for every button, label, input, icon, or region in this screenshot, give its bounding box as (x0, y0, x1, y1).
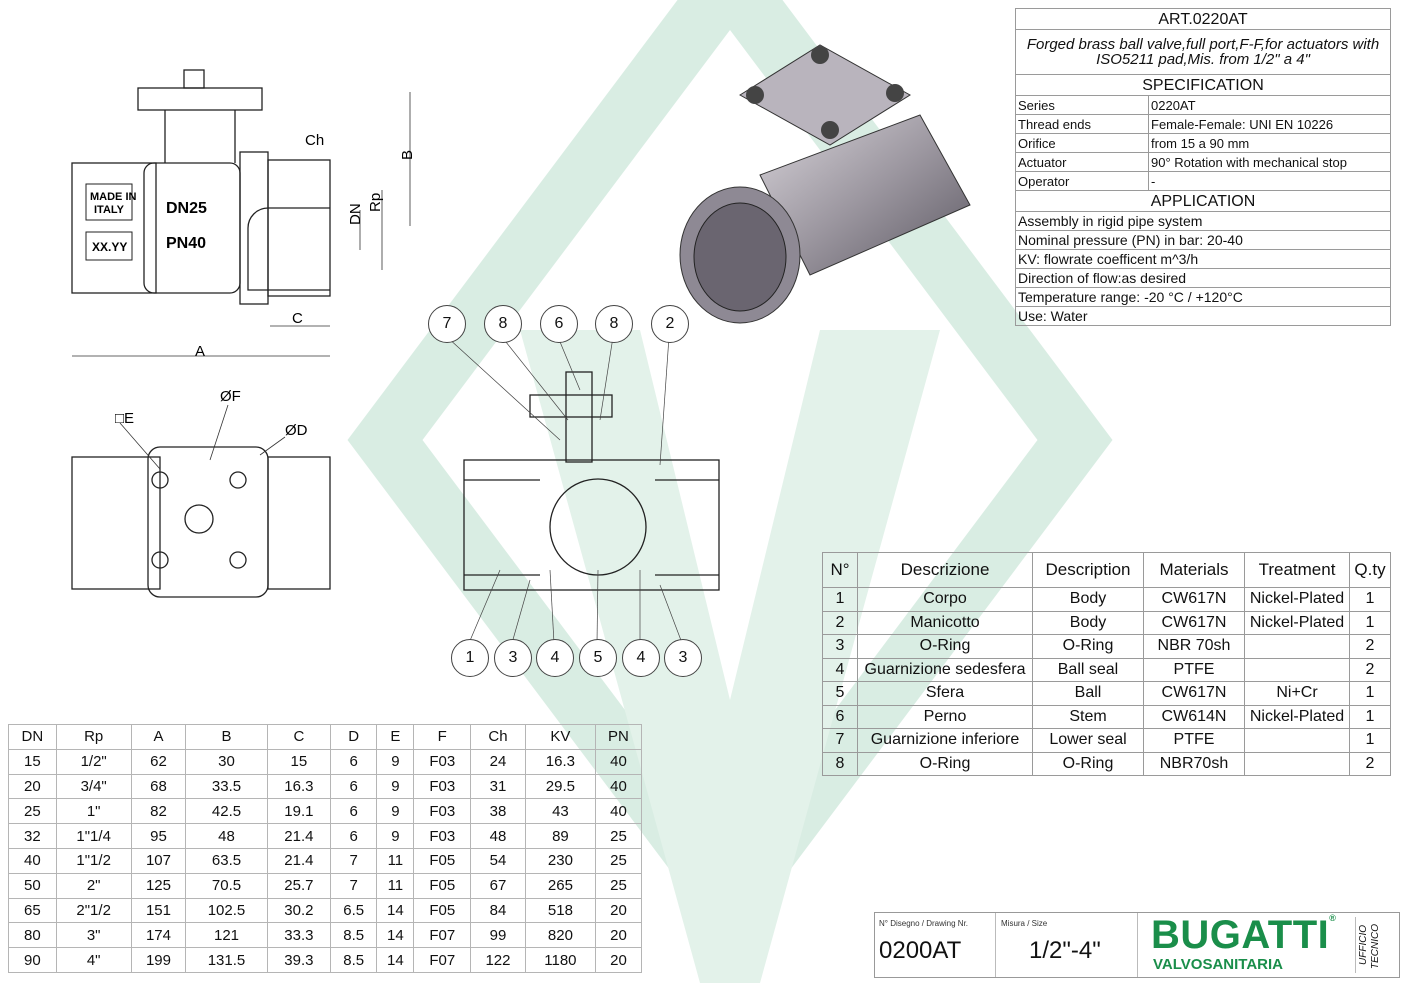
section-drawing (446, 336, 720, 644)
department-line-1: UFFICIO (1358, 925, 1369, 965)
balloon-4b: 4 (622, 639, 660, 677)
spec-row: Operator- (1015, 171, 1391, 191)
label-made-in: MADE IN (90, 191, 137, 203)
balloon-2: 2 (651, 305, 689, 343)
specification-table: ART.0220AT Forged brass ball valve,full … (1015, 8, 1391, 326)
brand-subtitle: VALVOSANITARIA (1153, 956, 1283, 973)
balloon-4: 4 (536, 639, 574, 677)
side-elevation-drawing: MADE IN ITALY XX.YY DN25 PN40 A C Ch B R… (71, 69, 416, 360)
balloon-7: 7 (428, 305, 466, 343)
label-xx-yy: XX.YY (92, 240, 127, 254)
application-row: Direction of flow:as desired (1015, 268, 1391, 288)
dim-rp-label: Rp (367, 193, 384, 212)
dim-a-label: A (195, 343, 205, 360)
balloons-bottom: 1 3 4 5 4 3 (451, 639, 721, 677)
spec-heading: SPECIFICATION (1015, 74, 1391, 96)
drawing-number: 0200AT (879, 937, 962, 964)
balloon-1: 1 (451, 639, 489, 677)
balloon-5: 5 (579, 639, 617, 677)
size-cell: Misura / Size 1/2"-4" (997, 913, 1138, 977)
article-code: ART.0220AT (1015, 8, 1391, 30)
department-cell: UFFICIO TECNICO (1355, 917, 1396, 973)
size-value: 1/2"-4" (1029, 937, 1101, 964)
application-row: Assembly in rigid pipe system (1015, 211, 1391, 231)
valve-3d-render (679, 44, 971, 324)
label-italy: ITALY (94, 204, 125, 216)
department-line-2: TECNICO (1370, 924, 1381, 969)
label-pn40: PN40 (166, 235, 206, 252)
size-label: Misura / Size (1001, 919, 1048, 928)
parts-list-table: N° Descrizione Description Materials Tre… (822, 552, 1391, 776)
dim-dn-label: DN (347, 203, 364, 225)
balloon-6: 6 (540, 305, 578, 343)
drawing-number-label: N° Disegno / Drawing Nr. (879, 919, 969, 928)
article-description: Forged brass ball valve,full port,F-F,fo… (1015, 29, 1391, 75)
dim-e-label: □E (115, 410, 134, 427)
application-row: Use: Water (1015, 306, 1391, 326)
balloon-8b: 8 (595, 305, 633, 343)
balloon-3: 3 (494, 639, 532, 677)
dim-d-label: ØD (285, 422, 308, 439)
balloon-3b: 3 (664, 639, 702, 677)
dim-f-label: ØF (220, 388, 241, 405)
dim-ch-label: Ch (305, 132, 324, 149)
balloon-8: 8 (484, 305, 522, 343)
application-row: Temperature range: -20 °C / +120°C (1015, 287, 1391, 307)
label-dn25: DN25 (166, 200, 207, 217)
parts-header-row: N° Descrizione Description Materials Tre… (822, 552, 1391, 588)
brand-logo: BUGATTI® (1151, 913, 1337, 957)
title-block: N° Disegno / Drawing Nr. 0200AT Misura /… (874, 912, 1400, 978)
application-row: Nominal pressure (PN) in bar: 20-40 (1015, 230, 1391, 250)
application-heading: APPLICATION (1015, 190, 1391, 212)
balloons-top: 7 8 6 8 2 (428, 305, 718, 343)
application-row: KV: flowrate coefficent m^3/h (1015, 249, 1391, 269)
top-view-drawing: □E ØF ØD (71, 388, 331, 598)
dim-c-label: C (292, 310, 303, 327)
drawing-number-cell: N° Disegno / Drawing Nr. 0200AT (875, 913, 996, 977)
dim-b-label: B (399, 150, 416, 160)
